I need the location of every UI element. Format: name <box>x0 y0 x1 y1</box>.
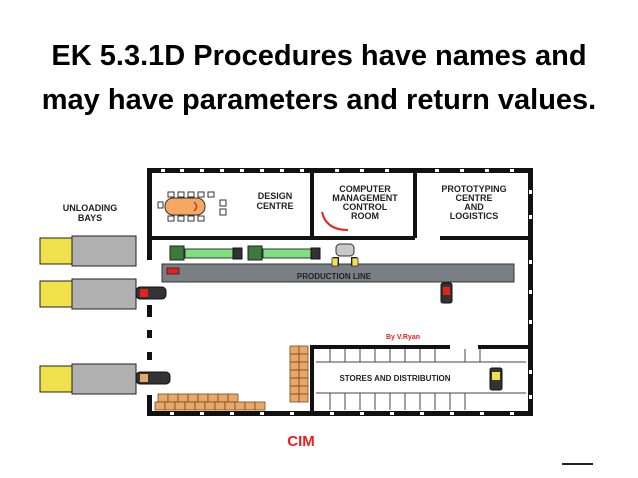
label-unloading-2: BAYS <box>78 213 102 223</box>
label-computer-2: MANAGEMENT <box>332 193 398 203</box>
control-desk-arc <box>321 211 349 231</box>
label-stores: STORES AND DISTRIBUTION <box>339 374 450 383</box>
corner-rule <box>562 463 593 465</box>
label-proto-1: PROTOTYPING <box>441 184 506 194</box>
robot-arm <box>331 243 359 267</box>
label-unloading-1: UNLOADING <box>63 203 118 213</box>
credit-text: By V.Ryan <box>386 334 420 341</box>
label-proto-4: LOGISTICS <box>450 211 499 221</box>
title-line-1: EK 5.3.1D Procedures have names and <box>51 40 587 72</box>
label-computer-4: ROOM <box>351 211 379 221</box>
slide-title: EK 5.3.1D Procedures have names and may … <box>0 34 638 122</box>
stacked-boxes-column <box>289 345 309 403</box>
design-centre-table <box>157 191 227 222</box>
forklift-production <box>440 282 453 304</box>
truck-1 <box>39 235 137 267</box>
stores-shelving <box>316 349 526 410</box>
label-proto-2: CENTRE <box>455 193 492 203</box>
truck-3 <box>39 363 171 395</box>
cnc-machine-2 <box>247 245 321 261</box>
interior-walls <box>150 172 530 413</box>
label-computer-1: COMPUTER <box>339 184 391 194</box>
stacked-boxes-row <box>154 393 266 411</box>
label-design-1: DESIGN <box>258 191 293 201</box>
label-proto-3: AND <box>464 202 484 212</box>
label-design-2: CENTRE <box>256 201 293 211</box>
forklift-stores <box>489 367 503 391</box>
truck-2 <box>39 278 167 310</box>
window-marks <box>161 169 532 415</box>
cnc-machine-1 <box>169 245 243 261</box>
label-production-line: PRODUCTION LINE <box>297 272 372 281</box>
title-line-2: may have parameters and return values. <box>41 84 597 116</box>
label-computer-3: CONTROL <box>343 202 388 212</box>
diagram-caption: CIM <box>287 433 315 450</box>
